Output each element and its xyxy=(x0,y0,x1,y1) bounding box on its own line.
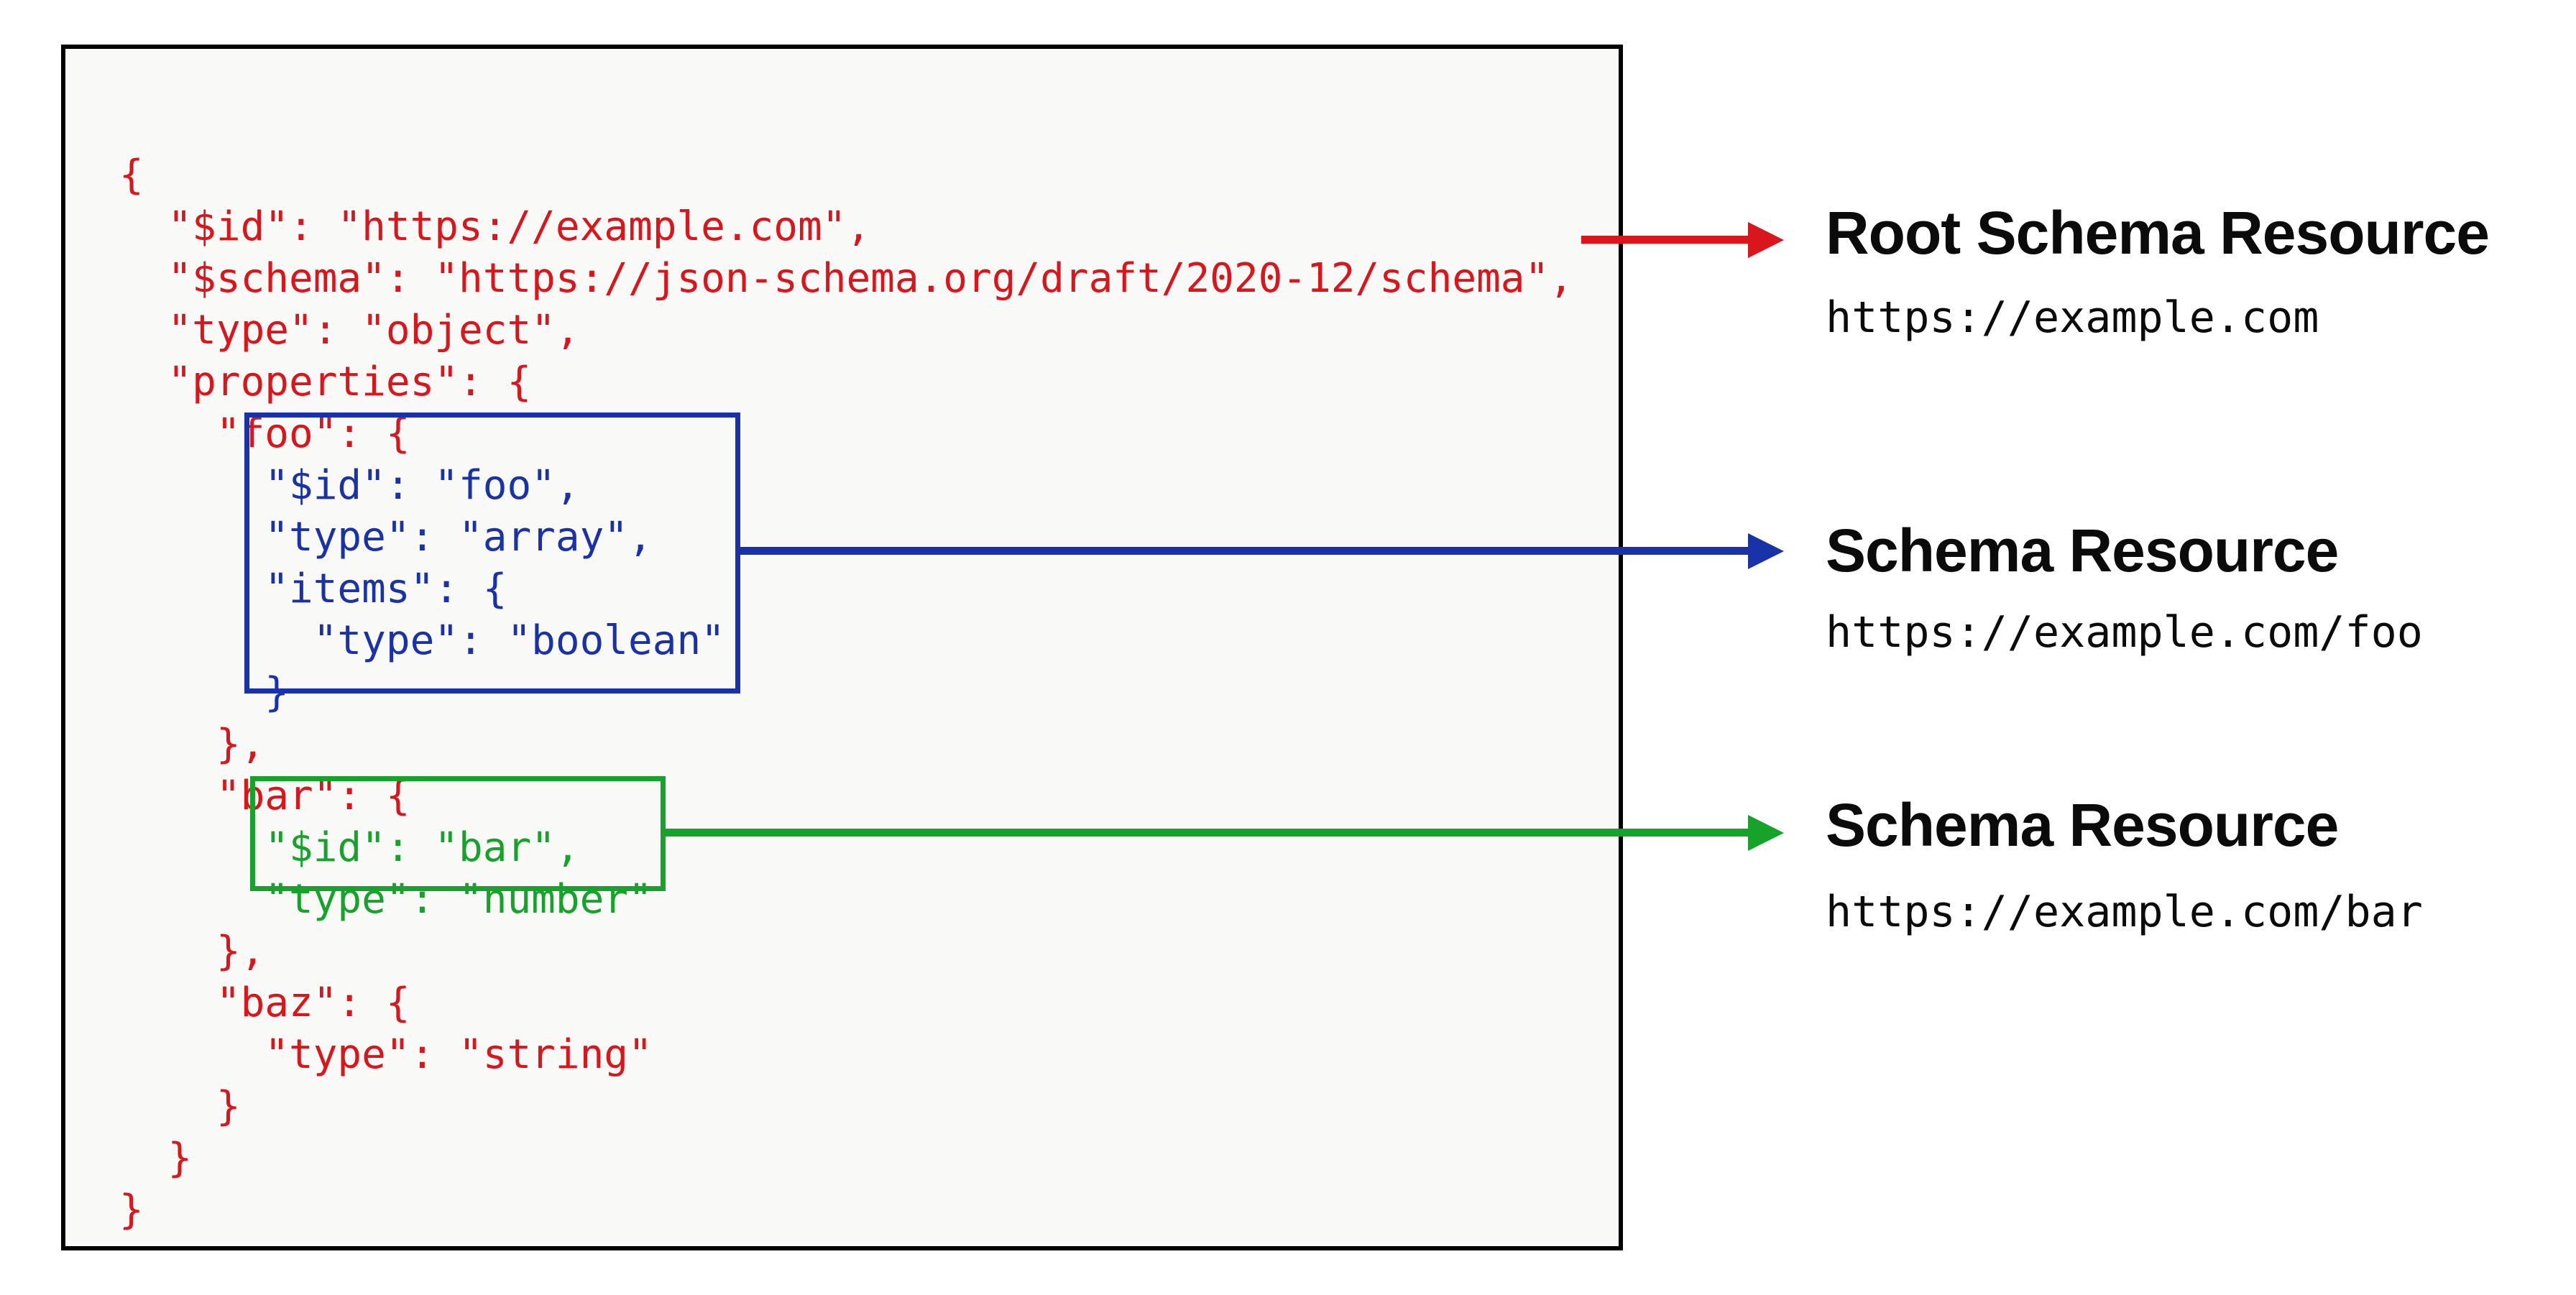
annotation-bar-schema: Schema Resource https://example.com/bar xyxy=(1826,795,2423,938)
code-line: "type": "number" xyxy=(119,876,653,923)
code-line: "$id": "foo", xyxy=(119,462,580,509)
foo-schema-arrow xyxy=(740,533,1784,569)
annotation-uri: https://example.com xyxy=(1826,292,2319,343)
annotation-uri: https://example.com/bar xyxy=(1826,887,2423,937)
annotation-root-schema: Root Schema Resource https://example.com xyxy=(1826,199,2490,344)
annotation-title: Root Schema Resource xyxy=(1826,199,2490,267)
code-line: } xyxy=(119,1186,144,1233)
code-line: } xyxy=(119,1135,193,1181)
code-line: "items": { xyxy=(119,566,507,612)
annotation-foo-schema: Schema Resource https://example.com/foo xyxy=(1826,520,2423,658)
code-line: }, xyxy=(119,928,265,974)
annotation-title: Schema Resource xyxy=(1826,517,2339,584)
bar-schema-arrow xyxy=(666,814,1784,851)
root-schema-document-box xyxy=(61,45,1623,1250)
code-line: { xyxy=(119,152,144,198)
code-line: "baz": { xyxy=(119,980,410,1026)
code-line: "type": "boolean" xyxy=(119,617,725,664)
code-line: }, xyxy=(119,721,265,768)
annotation-uri: https://example.com/foo xyxy=(1826,607,2423,658)
code-line: "foo": { xyxy=(119,410,410,457)
json-schema-code: { "$id": "https://example.com", "$schema… xyxy=(119,149,1573,1236)
foo-schema-arrowhead-icon xyxy=(1748,533,1784,569)
code-line: "$id": "https://example.com", xyxy=(119,203,871,250)
bar-schema-resource-box xyxy=(250,776,666,891)
code-line: "type": "array", xyxy=(119,514,653,561)
root-schema-arrowhead-icon xyxy=(1748,221,1784,258)
code-line: "$schema": "https://json-schema.org/draf… xyxy=(119,255,1573,302)
foo-schema-resource-box xyxy=(244,413,740,693)
bar-schema-arrowhead-icon xyxy=(1748,814,1784,851)
root-schema-arrow xyxy=(1581,221,1784,258)
code-line: "$id": "bar", xyxy=(119,824,580,871)
code-line: "type": "object", xyxy=(119,307,580,354)
annotation-title: Schema Resource xyxy=(1826,791,2339,859)
code-line: "type": "string" xyxy=(119,1031,653,1078)
code-line: "properties": { xyxy=(119,359,532,405)
code-line: } xyxy=(119,1083,241,1130)
